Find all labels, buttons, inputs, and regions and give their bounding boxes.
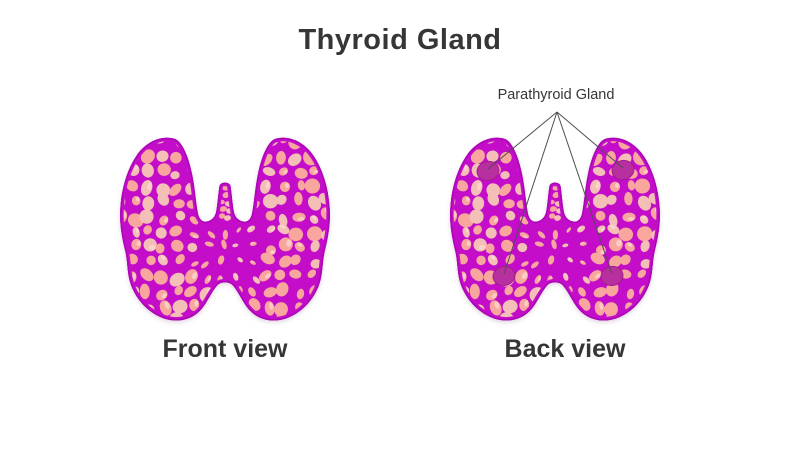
page-title: Thyroid Gland [298, 24, 502, 56]
back-view-thyroid-illustration [450, 137, 660, 321]
back-view-label: Back view [504, 335, 626, 363]
parathyroid-gland-label: Parathyroid Gland [497, 87, 615, 103]
front-view-label: Front view [162, 335, 288, 363]
front-view-thyroid-illustration [120, 137, 330, 321]
